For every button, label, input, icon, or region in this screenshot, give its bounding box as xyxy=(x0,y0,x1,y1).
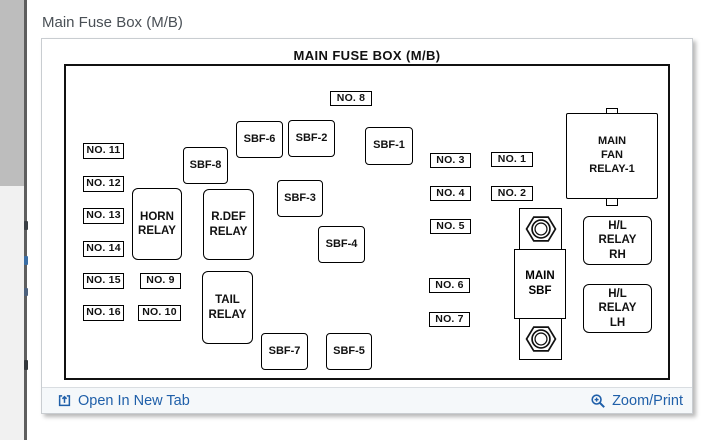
fan-relay-body: MAIN FAN RELAY-1 xyxy=(566,113,658,199)
component-sbf4: SBF-4 xyxy=(318,226,365,263)
component-sbf1: SBF-1 xyxy=(365,127,413,165)
diagram-title: MAIN FUSE BOX (M/B) xyxy=(293,48,441,63)
edge-artifact xyxy=(24,288,28,296)
viewer-toolbar: Open In New Tab Zoom/Print xyxy=(42,387,692,413)
page-title: Main Fuse Box (M/B) xyxy=(42,14,183,31)
edge-artifact xyxy=(24,221,28,230)
hex-nut-icon xyxy=(525,216,556,242)
main-sbf-bottom-nut xyxy=(519,318,562,360)
component-tail-relay: TAIL RELAY xyxy=(202,271,253,344)
component-hl-relay-rh: H/L RELAY RH xyxy=(583,216,652,265)
fuse-box-diagram: NO. 8 NO. 11 NO. 12 NO. 13 NO. 14 NO. 15 NO. 1… xyxy=(64,64,670,380)
zoom-print-label: Zoom/Print xyxy=(612,392,683,409)
open-in-new-tab-link[interactable]: Open In New Tab xyxy=(57,393,190,409)
hex-nut-icon xyxy=(525,326,556,352)
component-no3: NO. 3 xyxy=(430,153,471,168)
component-no5: NO. 5 xyxy=(430,219,471,234)
component-hl-relay-lh: H/L RELAY LH xyxy=(583,284,652,333)
component-horn-relay: HORN RELAY xyxy=(132,188,182,260)
open-in-new-tab-icon xyxy=(57,393,72,408)
component-sbf3: SBF-3 xyxy=(277,180,323,217)
component-main-fan-relay-1: MAIN FAN RELAY-1 xyxy=(566,108,658,206)
zoom-magnifier-icon xyxy=(590,393,606,409)
edge-artifact xyxy=(24,256,28,265)
edge-artifact xyxy=(24,360,28,370)
component-sbf5: SBF-5 xyxy=(326,333,372,370)
zoom-print-link[interactable]: Zoom/Print xyxy=(590,393,683,409)
main-sbf-top-nut xyxy=(519,208,562,250)
component-no1: NO. 1 xyxy=(491,152,533,167)
component-no13: NO. 13 xyxy=(83,208,124,224)
component-no16: NO. 16 xyxy=(83,305,124,321)
fan-relay-bottom-tab xyxy=(606,198,618,206)
left-scrollbar-track[interactable] xyxy=(0,0,24,440)
component-no15: NO. 15 xyxy=(83,273,124,289)
component-no9: NO. 9 xyxy=(140,273,181,289)
component-no6: NO. 6 xyxy=(429,278,470,293)
component-no8: NO. 8 xyxy=(330,91,372,106)
component-no12: NO. 12 xyxy=(83,176,124,192)
component-sbf6: SBF-6 xyxy=(236,121,283,158)
component-no7: NO. 7 xyxy=(429,312,470,327)
component-no4: NO. 4 xyxy=(430,186,471,201)
component-no11: NO. 11 xyxy=(83,143,124,159)
component-no2: NO. 2 xyxy=(491,186,533,201)
component-no14: NO. 14 xyxy=(83,241,124,257)
main-sbf-body: MAIN SBF xyxy=(514,249,566,319)
component-sbf7: SBF-7 xyxy=(261,333,308,370)
component-sbf2: SBF-2 xyxy=(288,120,335,157)
left-scrollbar-thumb[interactable] xyxy=(0,0,24,186)
component-sbf8: SBF-8 xyxy=(183,147,228,184)
component-no10: NO. 10 xyxy=(138,305,181,321)
open-in-new-tab-label: Open In New Tab xyxy=(78,392,190,409)
component-rdef-relay: R.DEF RELAY xyxy=(203,189,254,260)
component-main-sbf: MAIN SBF xyxy=(514,208,566,360)
content-edge-divider xyxy=(24,0,27,440)
